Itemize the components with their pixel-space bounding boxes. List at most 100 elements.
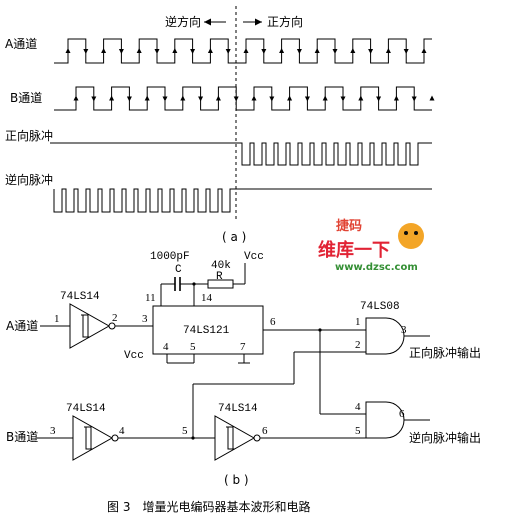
edge-arrow-icon [109, 95, 115, 101]
edge-arrow-icon [136, 48, 142, 53]
monostable-chip [152, 305, 264, 355]
output-forward-label: 正向脉冲输出 [409, 345, 481, 360]
inverter3-label: 74LS14 [218, 403, 258, 415]
edge-arrow-icon [73, 95, 79, 101]
inv2-pin4: 4 [119, 425, 125, 437]
ground-symbol [238, 354, 250, 364]
reverse-pulse-label: 逆向脉冲 [5, 172, 53, 187]
reverse-direction-label: 逆方向 [165, 14, 201, 29]
edge-arrow-icon [154, 49, 160, 54]
resistor-name: R [216, 271, 223, 283]
edge-arrow-icon [198, 96, 204, 102]
edge-arrow-icon [421, 48, 427, 53]
edge-arrow-icon [350, 48, 356, 53]
edge-arrow-icon [393, 95, 399, 101]
edge-arrow-icon [65, 48, 71, 53]
edge-arrow-icon [269, 96, 275, 102]
forward-direction-label: 正方向 [267, 14, 303, 29]
caption-a: ( a ) [222, 230, 246, 244]
edge-arrow-icon [287, 95, 293, 101]
input-b-label: B通道 [6, 430, 38, 444]
and-gate-1 [365, 317, 405, 355]
gate1-pin2: 2 [355, 339, 361, 351]
monostable-label: 74LS121 [183, 325, 230, 337]
pin-11: 11 [145, 292, 156, 304]
junction-dot [192, 282, 196, 286]
caption-b: ( b ) [224, 473, 249, 487]
forward-arrow [243, 18, 262, 26]
edge-arrow-icon [261, 49, 267, 54]
pin-14: 14 [201, 292, 213, 304]
inv1-pin1: 1 [54, 313, 60, 325]
pin-7: 7 [240, 341, 246, 353]
inverter-2 [72, 415, 119, 461]
edge-arrow-icon [385, 48, 391, 53]
edge-arrow-icon [215, 95, 221, 101]
edge-arrow-icon [243, 48, 249, 53]
capacitor-name: C [175, 264, 182, 276]
reverse-pulse-waveform [53, 188, 432, 213]
capacitor-value: 1000pF [150, 251, 190, 263]
gate2-pin4: 4 [355, 401, 361, 413]
edge-arrow-icon [162, 96, 168, 102]
edge-arrow-icon [322, 95, 328, 101]
edge-arrow-icon [207, 48, 213, 53]
and-gate-2 [365, 401, 405, 439]
watermark-url: www.dzsc.com [335, 262, 418, 273]
edge-arrow-icon [296, 49, 302, 54]
channel-a-edge-arrows [65, 48, 427, 54]
edge-arrow-icon [411, 96, 417, 102]
edge-arrow-icon [304, 96, 310, 102]
edge-arrow-icon [376, 96, 382, 102]
gate1-pin3: 3 [401, 324, 407, 336]
gate2-pin5: 5 [355, 425, 361, 437]
edge-arrow-icon [101, 48, 107, 53]
vcc-left-label: Vcc [124, 350, 144, 362]
inv1-pin2: 2 [112, 312, 118, 324]
channel-b-waveform [54, 86, 432, 111]
edge-arrow-icon [126, 96, 132, 102]
edge-arrow-icon [429, 95, 435, 101]
reverse-arrow [204, 18, 226, 26]
channel-b-label: B通道 [10, 91, 42, 105]
edge-arrow-icon [340, 96, 346, 102]
gate2-pin6: 6 [399, 408, 405, 420]
gate1-pin1: 1 [355, 316, 361, 328]
output-reverse-label: 逆向脉冲输出 [409, 430, 481, 445]
inv3-pin6: 6 [262, 425, 268, 437]
forward-pulse-waveform [50, 142, 432, 166]
edge-arrow-icon [358, 95, 364, 101]
pin-6: 6 [270, 316, 276, 328]
and-gate-label: 74LS08 [360, 301, 400, 313]
edge-arrow-icon [251, 95, 257, 101]
figure-caption: 图 3 增量光电编码器基本波形和电路 [107, 499, 310, 514]
watermark-tag: 捷码 [336, 218, 362, 234]
pin-5: 5 [190, 341, 196, 353]
forward-pulse-label: 正向脉冲 [5, 128, 53, 143]
edge-arrow-icon [403, 49, 409, 54]
resistor [207, 263, 246, 289]
edge-arrow-icon [279, 48, 285, 53]
channel-a-label: A通道 [5, 37, 37, 51]
inverter-1 [69, 303, 116, 349]
channel-b-edge-arrows [73, 95, 435, 102]
inverter2-label: 74LS14 [66, 403, 106, 415]
edge-arrow-icon [172, 48, 178, 53]
input-a-label: A通道 [6, 319, 38, 333]
capacitor [161, 277, 208, 291]
edge-arrow-icon [180, 95, 186, 101]
edge-arrow-icon [118, 49, 124, 54]
edge-arrow-icon [233, 96, 239, 102]
inv2-pin3: 3 [50, 425, 56, 437]
inverter-3 [214, 415, 261, 461]
edge-arrow-icon [225, 49, 231, 54]
inv3-pin5: 5 [182, 425, 188, 437]
edge-arrow-icon [83, 49, 89, 54]
inverter1-label: 74LS14 [60, 291, 100, 303]
channel-a-waveform [54, 38, 432, 64]
pin-3: 3 [142, 313, 148, 325]
edge-arrow-icon [190, 49, 196, 54]
watermark-logo: 捷码 维库一下 www.dzsc.com [318, 218, 424, 273]
watermark-brand: 维库一下 [318, 239, 390, 261]
